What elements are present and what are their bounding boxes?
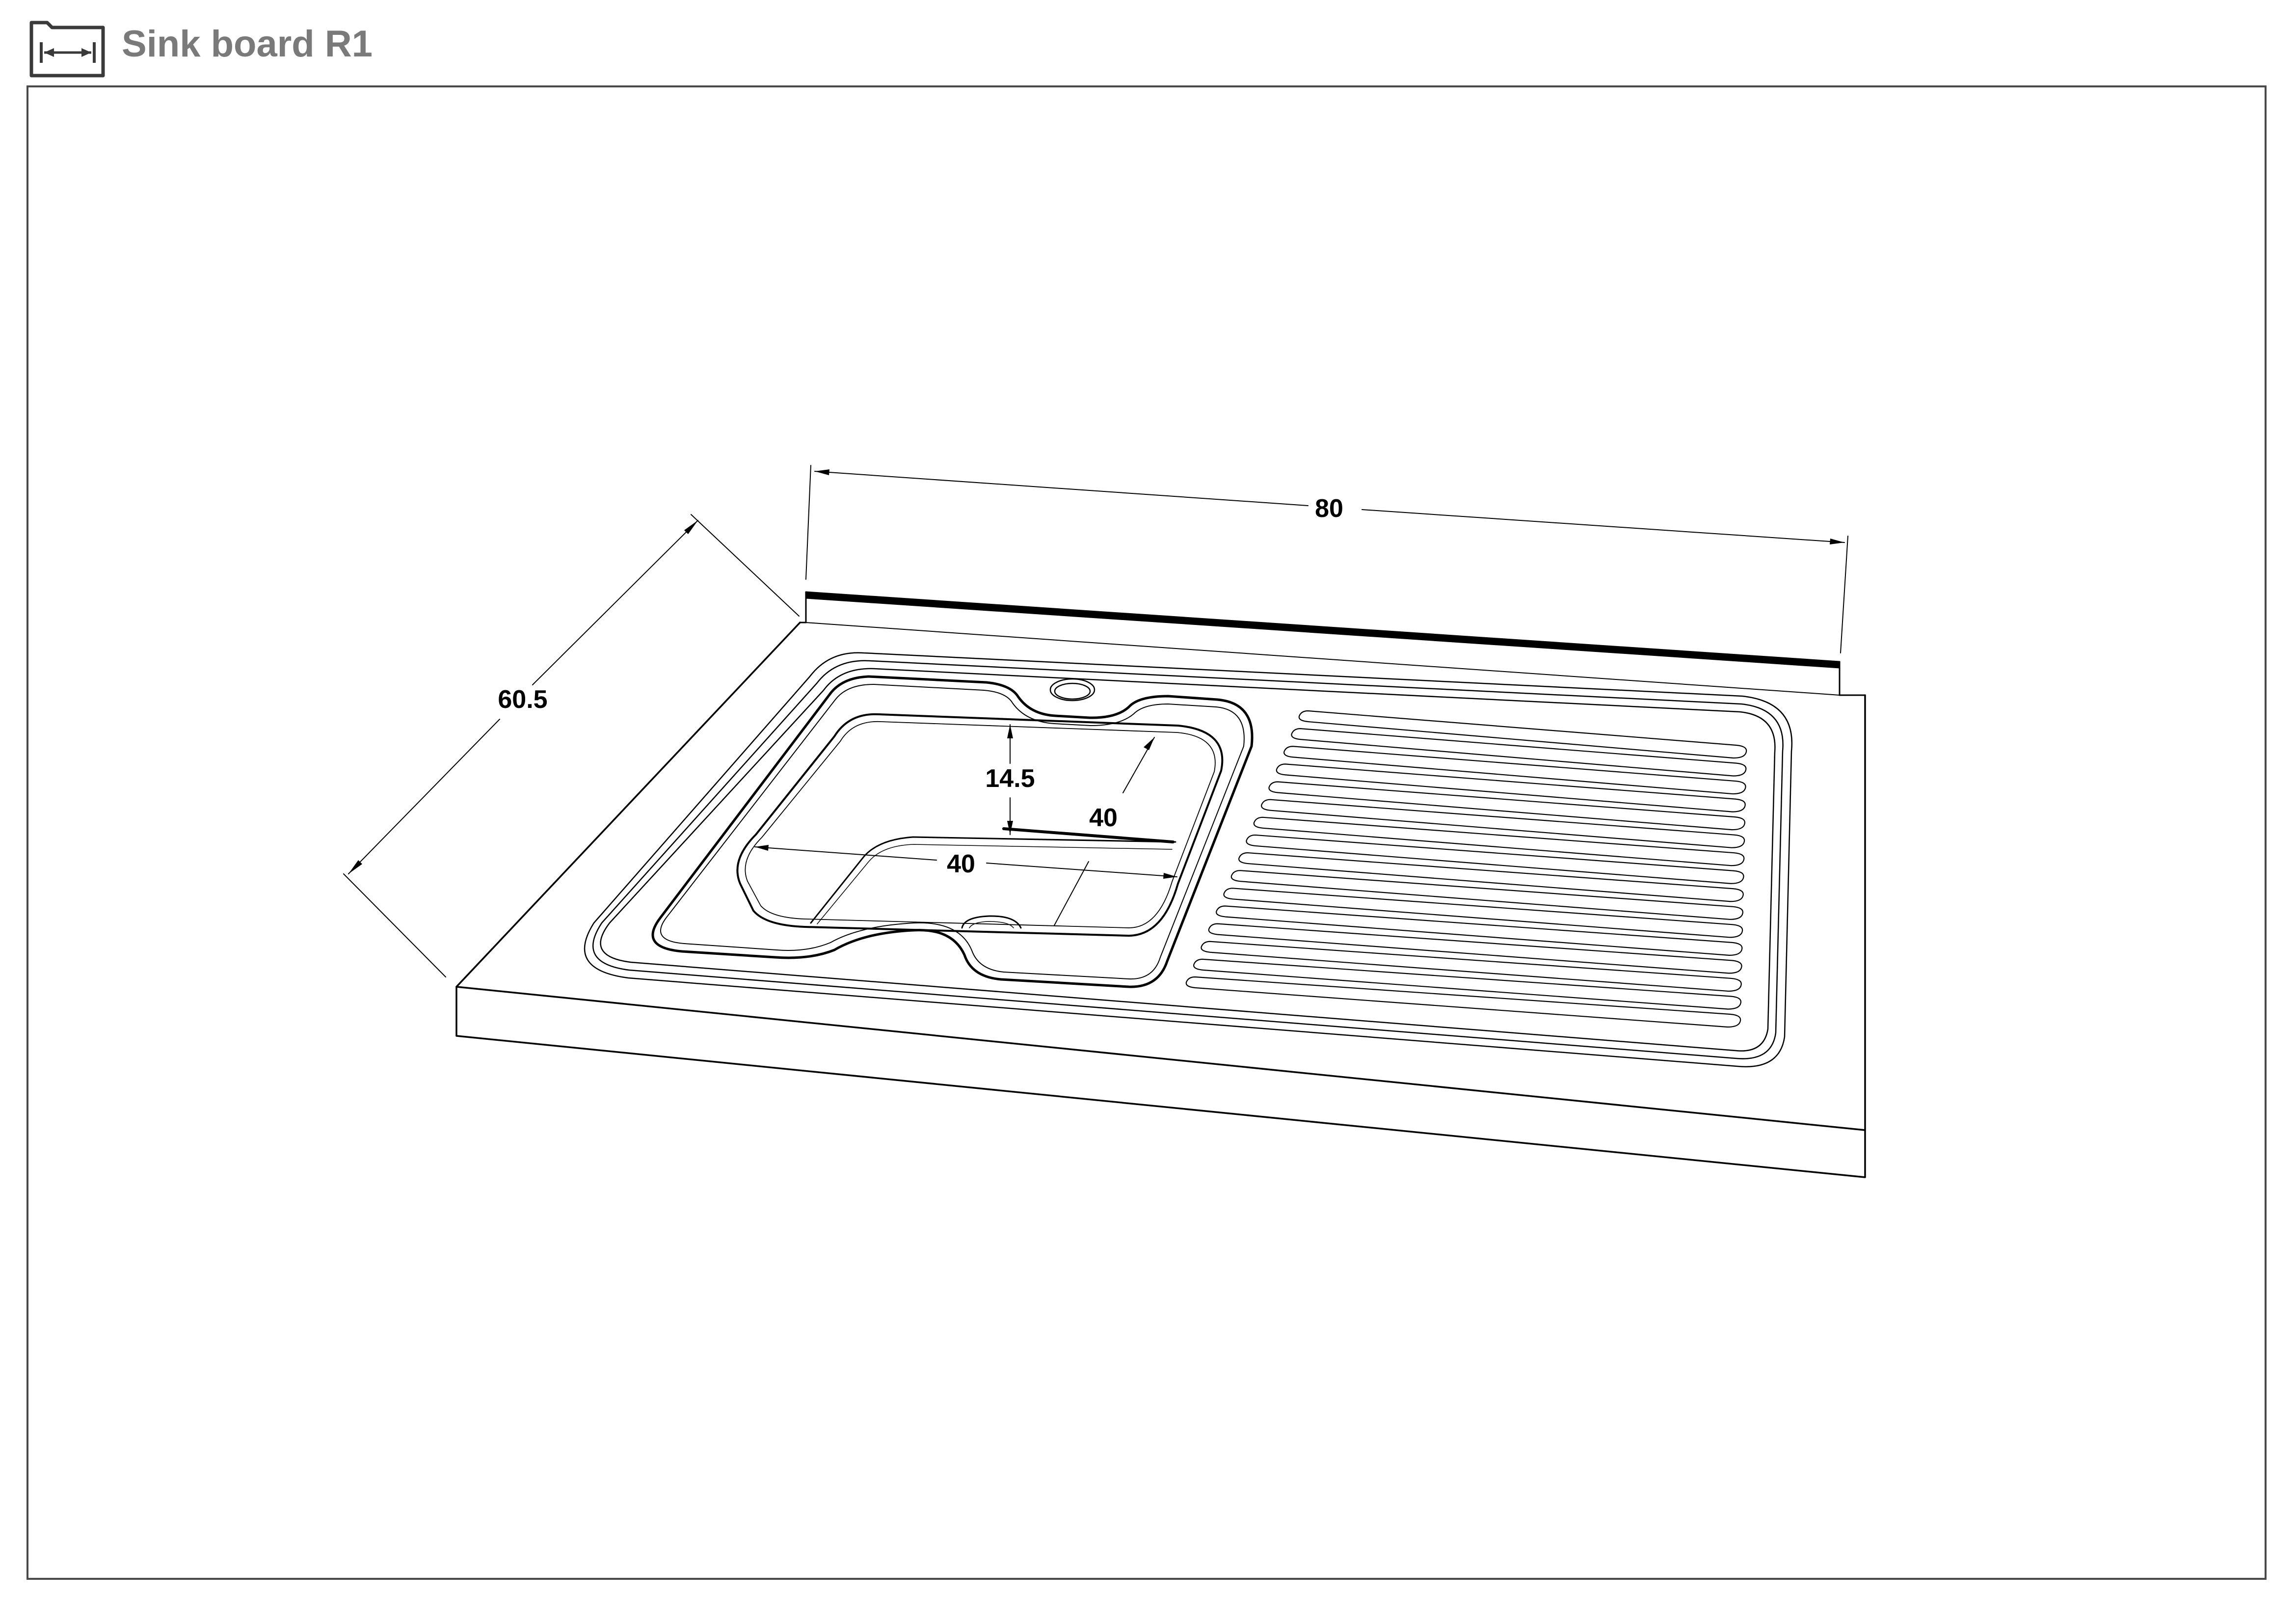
drainboard-groove — [1201, 941, 1742, 992]
drainboard-groove — [1261, 799, 1745, 848]
drainboard-groove — [1208, 923, 1742, 974]
dimension-label-bowl-depth: 14.5 — [985, 764, 1035, 793]
tap-hole — [1049, 678, 1095, 702]
drainboard-groove — [1216, 905, 1743, 956]
drainboard-groove — [1230, 870, 1744, 920]
drawing-frame — [27, 85, 2267, 1580]
countertop-slab — [455, 622, 1866, 1178]
drainboard-grooves — [1185, 710, 1747, 1028]
drainboard-groove — [1193, 958, 1742, 1010]
page-title: Sink board R1 — [122, 23, 373, 65]
back-upstand — [799, 591, 1866, 696]
drainboard-groove — [1185, 976, 1741, 1028]
header: Sink board R1 — [0, 0, 2296, 83]
drainboard-groove — [1291, 728, 1747, 777]
sink-tray-outer — [584, 652, 1793, 1068]
dimension-drawing-icon — [29, 21, 105, 78]
drainboard-groove — [1238, 852, 1744, 902]
dimension-arrows — [348, 469, 1844, 879]
dimension-label-depth: 60.5 — [498, 685, 547, 714]
dimension-label-width: 80 — [1315, 494, 1343, 523]
sink-bowl-basin — [736, 713, 1224, 937]
drainboard-groove — [1268, 781, 1746, 831]
drainboard-groove — [1283, 746, 1746, 795]
dimension-lines — [343, 465, 1848, 977]
drainboard-groove — [1223, 888, 1743, 938]
drainboard-groove — [1253, 816, 1745, 866]
dimension-label-bowl-width: 40 — [1089, 804, 1118, 832]
sink-bowl-rim — [651, 675, 1254, 988]
drainboard-groove — [1276, 763, 1746, 812]
drainboard-groove — [1298, 710, 1747, 759]
drainboard-groove — [1246, 834, 1744, 884]
dimension-label-bowl-length: 40 — [947, 850, 975, 878]
